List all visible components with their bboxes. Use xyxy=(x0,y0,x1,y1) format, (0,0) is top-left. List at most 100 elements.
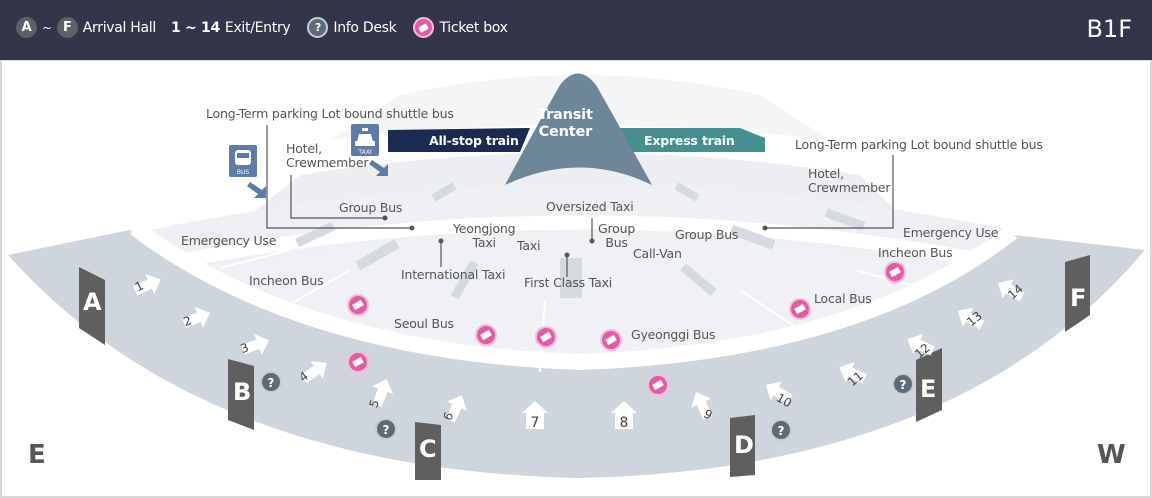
exit-arrow-8 xyxy=(611,401,637,429)
exit-arrows xyxy=(133,274,1025,429)
ticket-box-legend-label: Ticket box xyxy=(439,19,508,36)
transit-center-label: Transit Center xyxy=(538,107,593,140)
svg-text:TAXI: TAXI xyxy=(357,149,371,156)
exit-arrow-3 xyxy=(241,333,270,355)
express-train-label: Express train xyxy=(644,133,735,148)
concourse-band xyxy=(8,230,1145,478)
oversized-taxi-label: Oversized Taxi xyxy=(546,199,634,214)
hall-blocks xyxy=(79,255,1090,480)
legend-range-separator: ~ xyxy=(42,20,52,35)
exit-arrow-9 xyxy=(691,392,713,420)
all-stop-train-bar xyxy=(388,128,530,152)
emergency-use-label-right: Emergency Use xyxy=(903,225,999,240)
exit-arrow-5 xyxy=(372,378,394,407)
exit-arrow-14 xyxy=(997,279,1025,302)
svg-text:?: ? xyxy=(383,423,390,437)
direction-east: E xyxy=(28,440,46,470)
arrival-hall-from-badge: A xyxy=(16,17,37,38)
exit-arrow-2 xyxy=(182,307,210,328)
emergency-use-label-left: Emergency Use xyxy=(181,233,277,248)
seoul-bus-label: Seoul Bus xyxy=(394,316,454,331)
exit-number-7: 7 xyxy=(531,415,540,431)
group-bus-label-right: Group Bus xyxy=(675,227,739,242)
ticket-box-icon xyxy=(535,326,557,348)
exit-arrow-4 xyxy=(300,360,327,384)
exit-number-3: 3 xyxy=(239,340,251,356)
exit-range-legend: 1 ~ 14 xyxy=(171,19,220,36)
svg-text:?: ? xyxy=(778,424,785,438)
exit-numbers: 1 2 3 4 5 6 7 8 9 10 11 12 13 14 xyxy=(133,278,1026,431)
arrival-hall-f[interactable]: F xyxy=(1070,284,1087,312)
exit-legend-label: Exit/Entry xyxy=(224,19,291,36)
shuttle-bus-label-left: Long-Term parking Lot bound shuttle bus xyxy=(206,106,454,121)
terminal-map: BUS TAXI xyxy=(0,60,1152,498)
hotel-crew-label-left: Hotel,Crewmember xyxy=(286,141,369,170)
arrival-hall-e[interactable]: E xyxy=(920,375,937,403)
exit-arrow-13 xyxy=(957,307,985,330)
first-class-taxi-label: First Class Taxi xyxy=(524,275,613,290)
gyeonggi-bus-label: Gyeonggi Bus xyxy=(631,327,716,342)
header-bar: A ~ F Arrival Hall 1 ~ 14 Exit/Entry ? I… xyxy=(0,0,1152,60)
taxi-arrow-icon xyxy=(369,160,388,176)
transit-center-shape xyxy=(505,73,652,185)
info-desks: ? ? ? ? xyxy=(260,371,914,441)
shuttle-bus-label-right: Long-Term parking Lot bound shuttle bus xyxy=(795,137,1043,152)
svg-text:?: ? xyxy=(268,376,275,390)
ticket-box-icon xyxy=(413,17,435,38)
hall-e-block xyxy=(916,348,942,422)
ticket-box-icon xyxy=(647,374,669,396)
info-desk-icon: ? xyxy=(307,17,329,38)
hall-c-block xyxy=(415,422,441,480)
leader-dots xyxy=(382,215,768,258)
arrival-hall-legend-label: Arrival Hall xyxy=(82,19,157,36)
local-bus-label: Local Bus xyxy=(814,291,872,306)
ticket-boxes xyxy=(347,261,906,396)
incheon-bus-label-right: Incheon Bus xyxy=(878,245,953,260)
hotel-crew-label-right: Hotel,Crewmember xyxy=(808,166,891,195)
road-upper xyxy=(133,215,1032,277)
ticket-box-icon xyxy=(600,329,622,351)
exit-arrow-1 xyxy=(133,274,161,296)
arrival-hall-c[interactable]: C xyxy=(419,435,437,463)
info-desk-legend-label: Info Desk xyxy=(333,19,397,36)
exit-arrow-7 xyxy=(522,401,548,429)
map-background: BUS TAXI xyxy=(0,60,1152,498)
hall-d-block xyxy=(730,415,755,477)
exit-number-10: 10 xyxy=(774,391,794,411)
exit-arrow-6 xyxy=(445,395,467,423)
floor-indicator: B1F xyxy=(1086,15,1132,43)
express-train-bar xyxy=(620,128,765,152)
taxi-label: Taxi xyxy=(517,238,541,253)
svg-text:?: ? xyxy=(900,378,907,392)
arrival-hall-b[interactable]: B xyxy=(233,378,252,406)
ticket-box-icon xyxy=(884,261,906,283)
svg-text:BUS: BUS xyxy=(237,169,250,176)
hall-f-block xyxy=(1065,255,1090,332)
exit-number-8: 8 xyxy=(620,415,629,431)
arrival-hall-d[interactable]: D xyxy=(734,431,754,459)
ticket-box-icon xyxy=(347,351,369,373)
arrival-hall-to-badge: F xyxy=(56,17,78,38)
exit-number-5: 5 xyxy=(366,398,382,410)
incheon-bus-label-left: Incheon Bus xyxy=(249,273,324,288)
info-desk-icon: ? xyxy=(375,418,397,440)
leader-lines xyxy=(266,125,894,277)
all-stop-train-label: All-stop train xyxy=(429,133,519,148)
hall-a-block xyxy=(79,267,105,345)
platform-ring-upper xyxy=(250,152,900,215)
group-bus-label-left: Group Bus xyxy=(339,200,403,215)
info-desk-icon: ? xyxy=(260,371,282,393)
arrival-hall-a[interactable]: A xyxy=(83,288,102,316)
hall-b-block xyxy=(228,359,254,430)
exit-arrow-11 xyxy=(839,362,867,384)
bus-arrow-icon xyxy=(247,182,266,198)
direction-west: W xyxy=(1097,440,1126,470)
info-desk-icon: ? xyxy=(892,373,914,395)
exit-arrow-12 xyxy=(907,334,935,356)
exit-arrow-10 xyxy=(765,381,793,404)
call-van-label: Call-Van xyxy=(633,246,682,261)
bus-icon: BUS xyxy=(229,145,266,198)
international-taxi-label: International Taxi xyxy=(401,267,506,282)
